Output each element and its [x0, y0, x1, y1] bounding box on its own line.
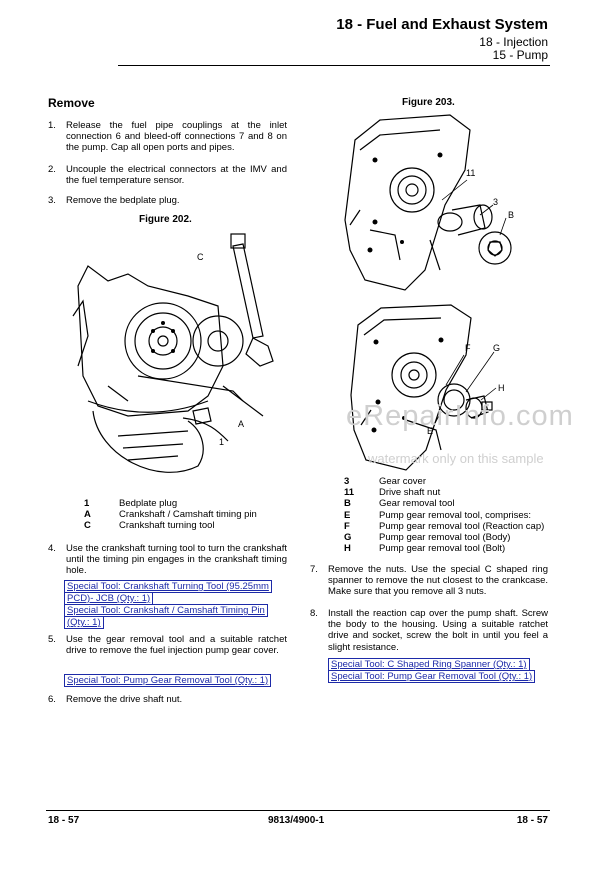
legend-row: B Gear removal tool	[344, 498, 544, 509]
fig203-label-e: E	[427, 426, 434, 436]
fig202-label-c: C	[197, 252, 204, 262]
legend-key: G	[344, 532, 352, 544]
legend-value: Pump gear removal tool (Body)	[379, 532, 511, 544]
special-tool-timing-pin-link[interactable]: Special Tool: Crankshaft / Camshaft Timi…	[64, 604, 268, 617]
watermark-sub: watermark only on this sample	[368, 451, 544, 466]
figure-202-caption: Figure 202.	[139, 214, 192, 225]
figure-203-bottom-illustration	[350, 304, 497, 471]
step-number: 6.	[48, 694, 56, 705]
legend-row: 3 Gear cover	[344, 476, 544, 487]
legend-key: 11	[344, 487, 355, 499]
step-text: Remove the bedplate plug.	[66, 195, 180, 206]
step-number: 4.	[48, 543, 56, 554]
legend-value: Gear removal tool	[379, 498, 455, 510]
legend-key: C	[84, 520, 91, 532]
special-tool-timing-pin-qty-link[interactable]: (Qty.: 1)	[64, 616, 104, 629]
legend-value: Pump gear removal tool (Reaction cap)	[379, 520, 545, 532]
legend-key: A	[84, 509, 91, 521]
legend-key: 3	[344, 476, 350, 487]
step-text: Install the reaction cap over the pump s…	[328, 608, 548, 653]
legend-value: Pump gear removal tool (Bolt)	[379, 543, 506, 555]
legend-row: 11 Drive shaft nut	[344, 487, 544, 498]
step-number: 7.	[310, 564, 318, 575]
step-text: Release the fuel pipe couplings at the i…	[66, 120, 287, 154]
legend-value: Gear cover	[379, 476, 426, 487]
figure-203-caption: Figure 203.	[402, 97, 455, 108]
step-number: 1.	[48, 120, 56, 131]
fig203-label-11: 11	[466, 168, 476, 178]
legend-key: E	[344, 509, 351, 521]
legend-row: G Pump gear removal tool (Body)	[344, 532, 544, 543]
legend-value: Drive shaft nut	[379, 487, 441, 499]
fig203-label-3: 3	[493, 197, 499, 207]
legend-value: Crankshaft / Camshaft timing pin	[119, 509, 257, 521]
legend-row: C Crankshaft turning tool	[84, 520, 257, 531]
legend-key: B	[344, 498, 351, 510]
special-tool-pump-gear-removal-link[interactable]: Special Tool: Pump Gear Removal Tool (Qt…	[328, 670, 536, 683]
legend-row: H Pump gear removal tool (Bolt)	[344, 543, 544, 554]
legend-key: 1	[84, 498, 90, 509]
watermark-main: eRepairInfo.com	[346, 400, 574, 432]
special-tool-gear-removal-link[interactable]: Special Tool: Pump Gear Removal Tool (Qt…	[64, 674, 272, 687]
figure-202-legend: 1 Bedplate plug A Crankshaft / Camshaft ti…	[84, 498, 257, 532]
header-rule	[118, 65, 550, 66]
fig202-label-1: 1	[219, 437, 225, 447]
legend-row: A Crankshaft / Camshaft timing pin	[84, 509, 257, 520]
step-number: 2.	[48, 164, 56, 175]
figure-203-top-illustration	[344, 114, 512, 291]
legend-row: 1 Bedplate plug	[84, 498, 257, 509]
section-heading: Remove	[48, 96, 95, 110]
step-text: Uncouple the electrical connectors at th…	[66, 164, 287, 187]
legend-value: Crankshaft turning tool	[119, 520, 215, 532]
step-number: 8.	[310, 608, 318, 619]
chapter-title: 18 - Fuel and Exhaust System	[336, 16, 548, 33]
special-tool-crankshaft-turning-link[interactable]: Special Tool: Crankshaft Turning Tool (9…	[64, 580, 272, 593]
legend-row: E Pump gear removal tool, comprises:	[344, 510, 544, 521]
fig203-label-h: H	[498, 383, 505, 393]
step-number: 5.	[48, 634, 56, 645]
step-text: Use the gear removal tool and a suitable…	[66, 634, 287, 657]
fig203-label-f: F	[465, 343, 471, 353]
footer-page-left: 18 - 57	[48, 815, 80, 826]
fig202-label-a: A	[238, 419, 245, 429]
fig203-label-g: G	[493, 343, 501, 353]
footer-rule	[46, 810, 550, 811]
step-text: Remove the drive shaft nut.	[66, 694, 183, 705]
figure-203-legend: 3 Gear cover 11 Drive shaft nut B Gear remo…	[344, 476, 544, 554]
subsection-subtitle: 15 - Pump	[492, 48, 548, 62]
legend-value: Bedplate plug	[119, 498, 178, 509]
step-text: Remove the nuts. Use the special C shape…	[328, 564, 548, 598]
legend-key: F	[344, 520, 350, 532]
legend-value: Pump gear removal tool, comprises:	[379, 509, 532, 521]
footer-page-right: 18 - 57	[516, 815, 548, 826]
fig203-label-b: B	[508, 210, 515, 220]
legend-row: F Pump gear removal tool (Reaction cap)	[344, 521, 544, 532]
step-number: 3.	[48, 195, 56, 206]
footer-doc-number: 9813/4900-1	[268, 815, 325, 826]
legend-key: H	[344, 543, 351, 555]
step-text: Use the crankshaft turning tool to turn …	[66, 543, 287, 577]
section-subtitle: 18 - Injection	[479, 35, 548, 49]
figure-202-illustration	[72, 233, 274, 473]
